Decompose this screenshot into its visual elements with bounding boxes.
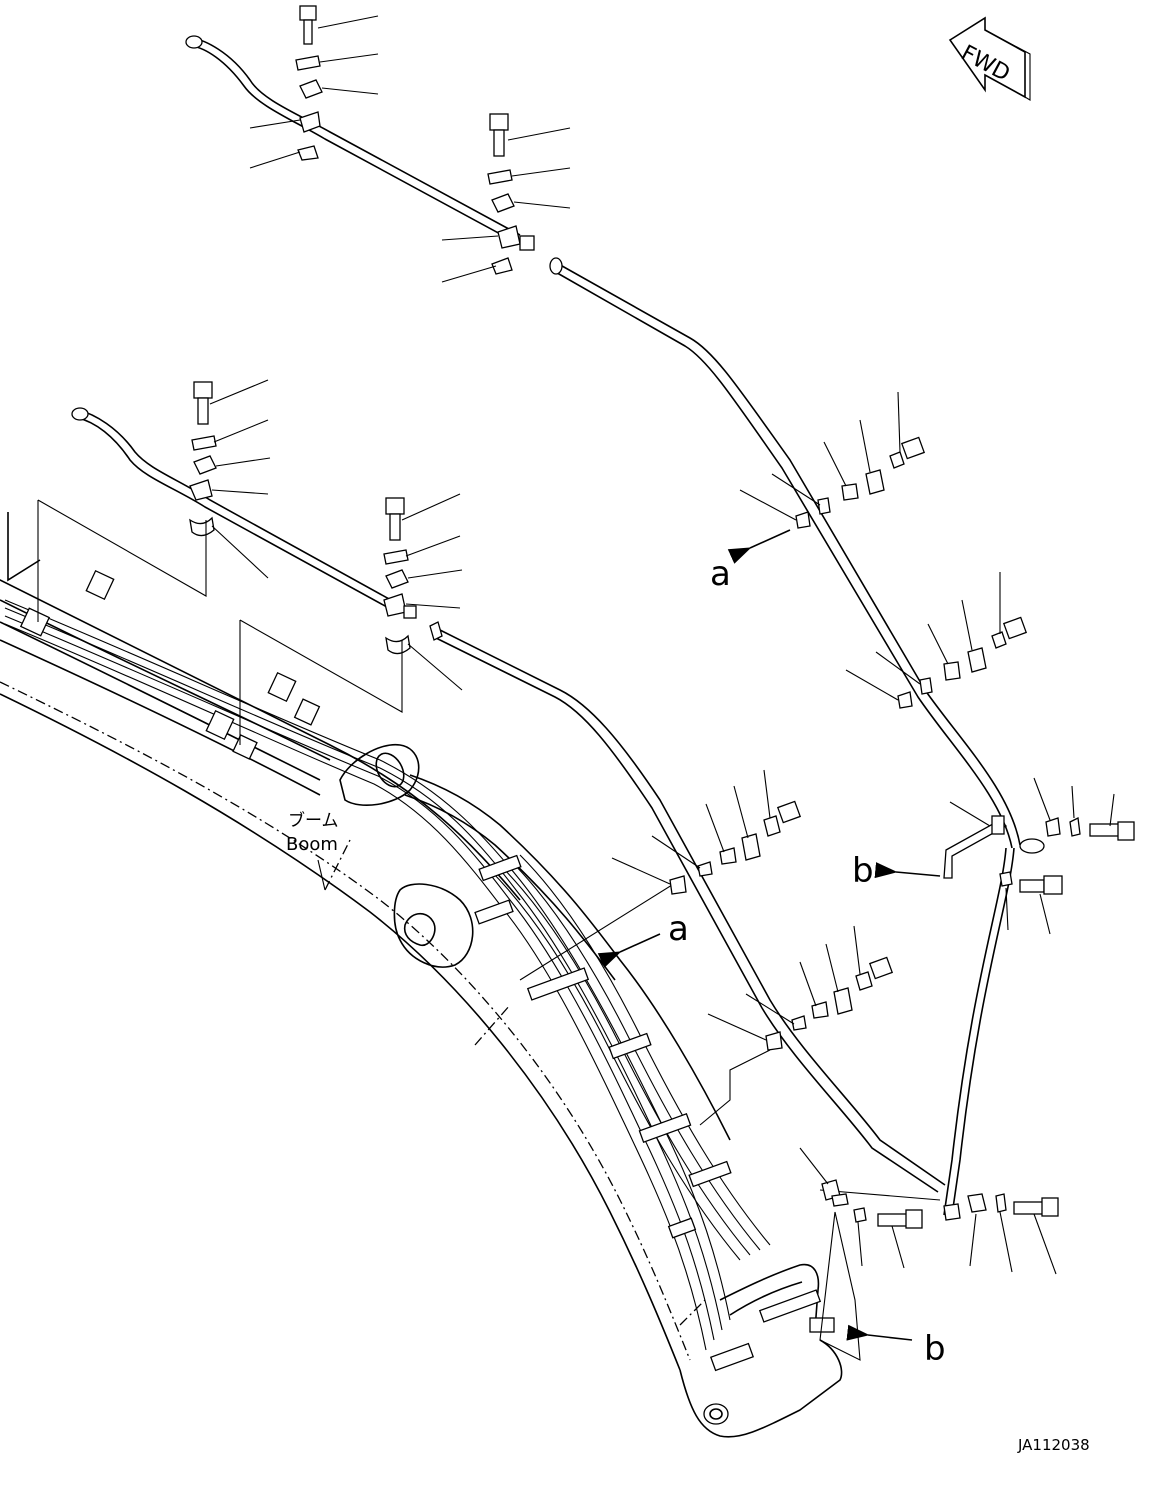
clamp-half-bottom — [297, 145, 319, 161]
pipe-flange-end — [185, 35, 203, 49]
leader-frames — [37, 499, 941, 1361]
clamp-set-4 — [383, 493, 463, 691]
view-arrow-b-upper — [874, 862, 941, 879]
middle-pipe-assembly — [71, 407, 946, 1193]
drawing-number: JA112038 — [1017, 1436, 1090, 1454]
boom-structure — [0, 512, 843, 1438]
clamp-body — [299, 111, 321, 133]
view-label-b-lower: b — [924, 1329, 946, 1369]
view-arrow-b-lower — [846, 1324, 913, 1341]
bracket-detail-b — [943, 777, 1135, 935]
bolt-head — [299, 5, 317, 21]
view-label-a-lower: a — [668, 909, 689, 949]
view-arrow-a-lower — [597, 933, 661, 968]
bolt-head — [489, 113, 509, 131]
clamp-set-3 — [189, 379, 271, 579]
clamp-set-6 — [845, 572, 1028, 709]
boom-label-english: Boom — [286, 834, 338, 855]
clamp-half-top — [299, 79, 323, 99]
bolt-shank — [493, 129, 505, 157]
bolt-shank — [303, 19, 313, 45]
pipe-bundle — [4, 569, 835, 1372]
boom-label-japanese: ブーム — [288, 810, 339, 831]
fwd-direction-arrow: FWD — [948, 16, 1031, 101]
clamp-set-5 — [739, 391, 926, 529]
clamp-set-1 — [249, 5, 379, 169]
view-label-b-upper: b — [852, 851, 874, 891]
upper-pipe-assembly — [185, 35, 1021, 1216]
bracket-detail-b-lower — [799, 1147, 1059, 1275]
clamp-set-8 — [707, 925, 894, 1051]
washer — [295, 55, 321, 71]
view-label-a-upper: a — [710, 554, 731, 594]
clamp-set-2 — [441, 113, 571, 283]
view-arrow-a-upper — [727, 529, 791, 564]
clamp-set-7 — [611, 769, 802, 895]
